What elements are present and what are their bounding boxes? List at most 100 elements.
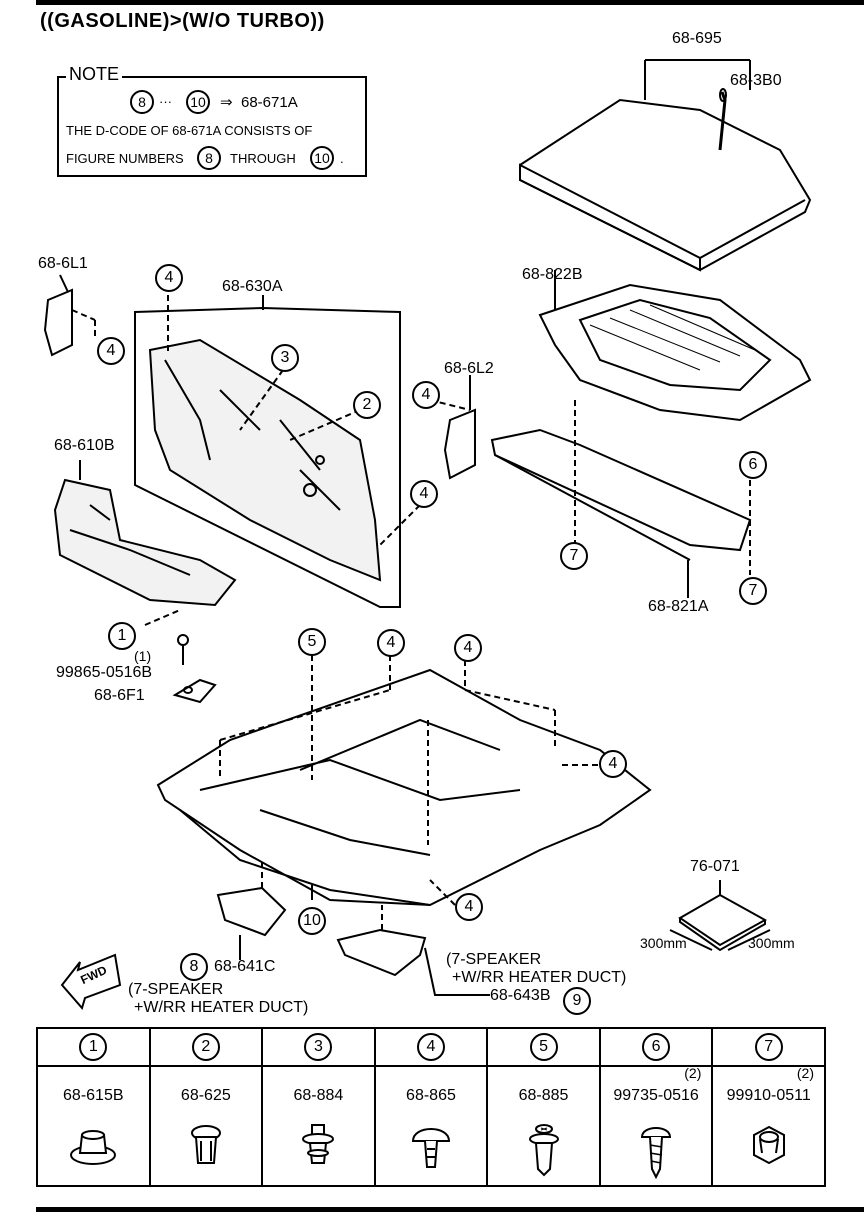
part-number: 68-615B (63, 1087, 124, 1104)
grommet-6f1-drawing (172, 678, 217, 704)
label-note-left-2: +W/RR HEATER DUCT) (134, 999, 309, 1016)
callout-4: 4 (377, 629, 405, 657)
label-dim-2: 300mm (748, 935, 795, 951)
floor-carpet-drawing (156, 655, 652, 907)
table-cell: 99910-0511 (2) (711, 1065, 826, 1187)
callout-5: 5 (298, 628, 326, 656)
callout-1: 1 (108, 622, 136, 650)
fwd-arrow-drawing (60, 953, 122, 1011)
nut-clip-icon (752, 1125, 785, 1165)
label-note-left-1: (7-SPEAKER (128, 981, 224, 998)
part-number: 68-865 (406, 1087, 456, 1104)
bottom-border (36, 1207, 864, 1212)
note-line-3-from: 8 (197, 146, 221, 170)
callout-6: 6 (739, 451, 767, 479)
label-68-643b: 68-643B (490, 987, 551, 1004)
callout-4: 4 (455, 893, 483, 921)
callout-4: 4 (410, 480, 438, 508)
screw-rivet-icon (528, 1124, 559, 1177)
note-range-from: 8 (130, 90, 154, 114)
tapping-screw-icon (641, 1127, 672, 1179)
table-cell: 99735-0516 (2) (598, 1065, 714, 1187)
table-index: 1 (79, 1033, 108, 1061)
label-68-641c: 68-641C (214, 958, 276, 975)
tray-string-drawing (718, 88, 727, 151)
part-number: 99910-0511 (726, 1087, 811, 1104)
callout-7: 7 (560, 542, 588, 570)
table-cell: 68-885 (486, 1065, 601, 1187)
trunk-tray-drawing (538, 270, 812, 422)
table-cell: 68-884 (261, 1065, 376, 1187)
label-99865-qty: (1) (134, 648, 152, 664)
label-76-071: 76-071 (690, 858, 740, 875)
table-index: 3 (304, 1033, 333, 1061)
part-number: 68-885 (518, 1087, 569, 1104)
label-note-right-2: +W/RR HEATER DUCT) (452, 969, 627, 986)
note-arrow: ⇒ (220, 94, 233, 111)
callout-8: 8 (180, 953, 208, 981)
fastener-table: 1 2 3 4 5 6 7 68-615B 68-625 68-884 68-8… (36, 1027, 826, 1187)
callout-3: 3 (271, 344, 299, 372)
note-line-3-pre: FIGURE NUMBERS (66, 151, 184, 166)
table-index: 7 (754, 1033, 783, 1061)
table-header-cell: 2 (148, 1027, 264, 1067)
part-quantity: (2) (684, 1065, 702, 1081)
part-number: 68-884 (293, 1087, 344, 1104)
callout-4: 4 (599, 750, 627, 778)
callout-2: 2 (353, 391, 381, 419)
label-68-610b: 68-610B (54, 437, 115, 454)
note-range-dots: ··· (159, 94, 172, 109)
table-index: 5 (529, 1033, 558, 1061)
pad-643b-drawing (336, 905, 490, 996)
label-68-3b0: 68-3B0 (730, 72, 782, 89)
label-68-630a: 68-630A (222, 278, 283, 295)
part-number: 68-625 (180, 1087, 231, 1104)
trunk-board-drawing (490, 400, 752, 598)
insulator-6l2-drawing (429, 375, 476, 480)
pad-76-071-drawing (669, 880, 771, 952)
callout-4: 4 (97, 337, 125, 365)
table-index: 4 (416, 1033, 445, 1061)
label-note-right-1: (7-SPEAKER (446, 951, 542, 968)
fastener-99865-drawing (177, 634, 189, 665)
table-header-cell: 7 (711, 1027, 826, 1067)
table-index: 6 (642, 1033, 671, 1061)
page-title: ((GASOLINE)>(W/O TURBO)) (40, 10, 325, 32)
table-header-cell: 5 (486, 1027, 601, 1067)
table-header-cell: 6 (598, 1027, 714, 1067)
callout-10: 10 (298, 907, 326, 935)
dash-insulator-drawing (134, 295, 421, 608)
stud-clip-icon (302, 1124, 335, 1164)
label-68-822b: 68-822B (522, 266, 583, 283)
part-quantity: (2) (796, 1065, 814, 1081)
note-line-3-end: . (340, 151, 344, 166)
label-68-6l2: 68-6L2 (444, 360, 494, 377)
callout-4: 4 (454, 634, 482, 662)
pad-641c-drawing (216, 860, 287, 960)
table-header-cell: 3 (261, 1027, 376, 1067)
table-header-cell: 4 (373, 1027, 489, 1067)
note-box (57, 76, 367, 177)
callout-4: 4 (412, 381, 440, 409)
callout-7: 7 (739, 577, 767, 605)
table-header-cell: 1 (36, 1027, 151, 1067)
label-68-695: 68-695 (672, 30, 722, 47)
table-cell: 68-615B (36, 1065, 151, 1187)
label-dim-1: 300mm (640, 935, 687, 951)
note-line-2: THE D-CODE OF 68-671A CONSISTS OF (66, 123, 313, 138)
note-line-3-mid: THROUGH (230, 151, 296, 166)
top-border (36, 0, 864, 5)
part-number: 99735-0516 (613, 1087, 699, 1104)
callout-4: 4 (155, 264, 183, 292)
button-clip-icon (190, 1125, 221, 1164)
label-68-6l1: 68-6L1 (38, 255, 88, 272)
label-68-821a: 68-821A (648, 598, 709, 615)
table-cell: 68-625 (148, 1065, 264, 1187)
push-clip-icon (70, 1130, 117, 1165)
insulator-6l1-drawing (43, 274, 96, 357)
note-range-to: 10 (186, 90, 210, 114)
engine-insulator-drawing (53, 460, 237, 626)
callout-9: 9 (563, 987, 591, 1015)
mushroom-clip-icon (411, 1128, 450, 1168)
